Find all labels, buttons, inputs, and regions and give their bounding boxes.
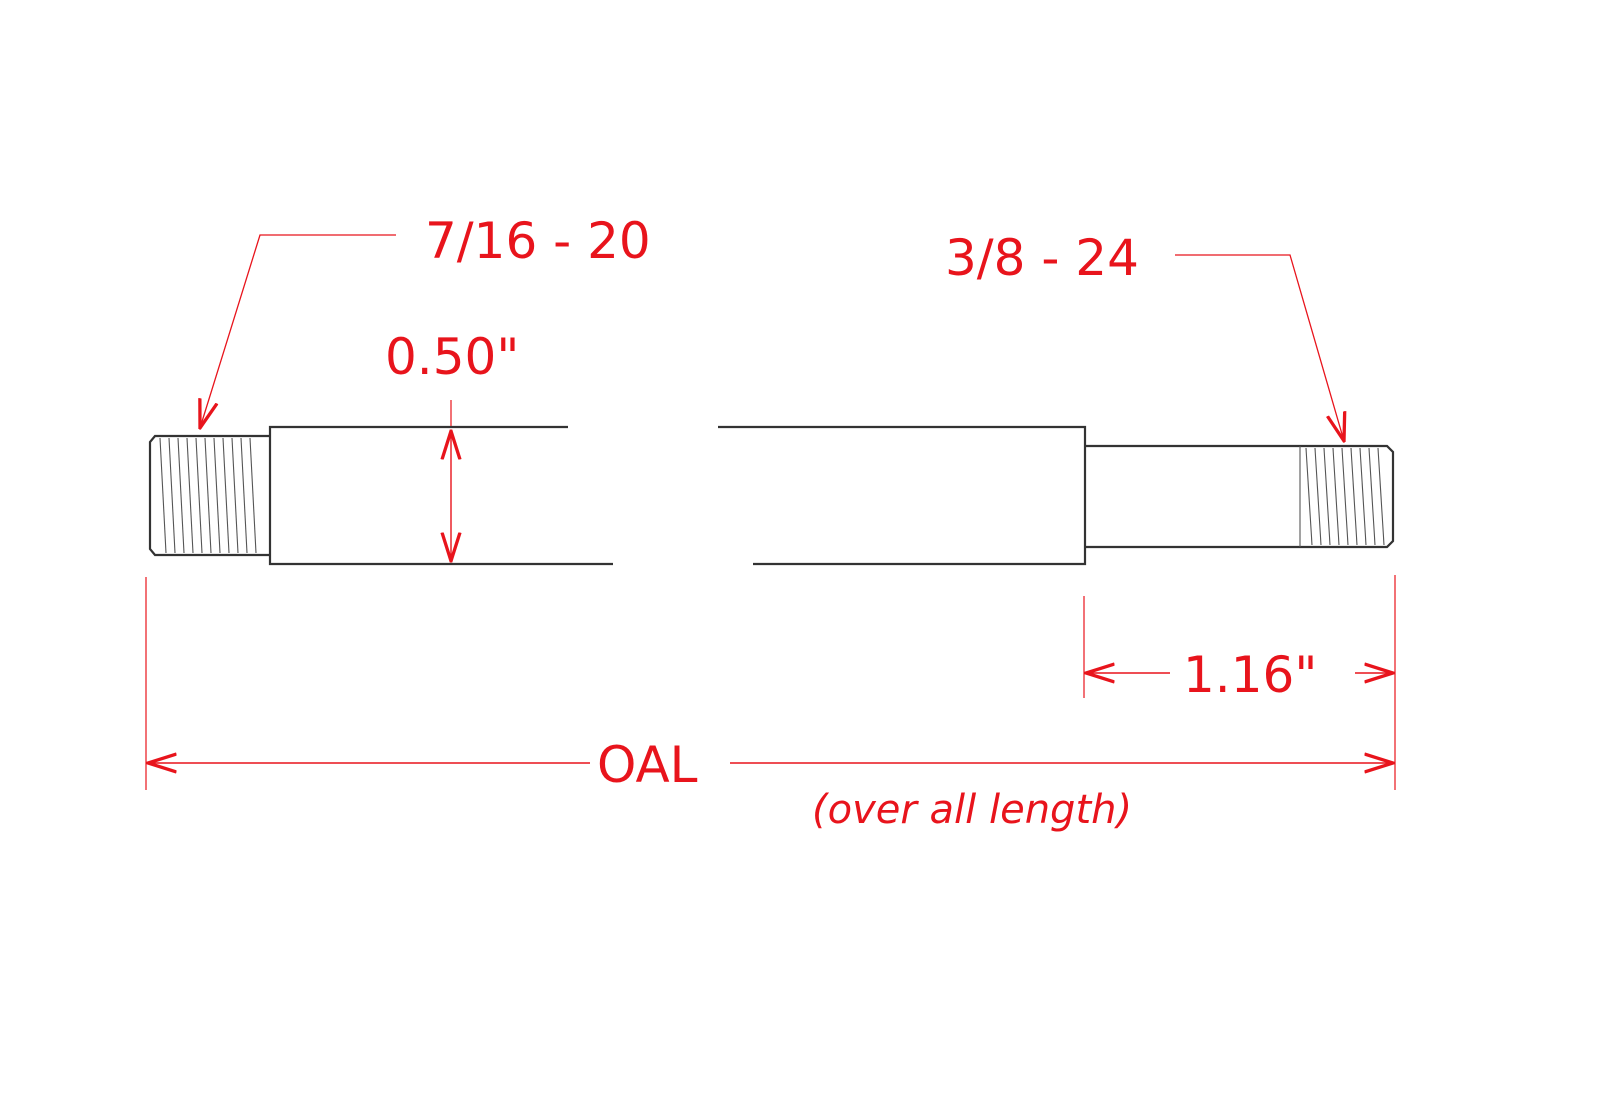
thread-line [186, 437, 194, 554]
right-thread-callout: 3/8 - 24 [945, 229, 1344, 441]
right-reduced-section [1085, 444, 1395, 549]
left-body-outline [268, 425, 613, 566]
left-threaded-end [148, 434, 270, 557]
overall-length-dimension: OAL (over all length) [145, 577, 1393, 833]
thread-length-dimension: 1.16" [1083, 575, 1396, 790]
right-body-outline [718, 425, 1087, 566]
left-thread-label: 7/16 - 20 [425, 212, 651, 270]
thread-line [1368, 447, 1376, 546]
thread-line [1359, 447, 1367, 546]
thread-line [204, 437, 212, 554]
shaft-part [148, 425, 1395, 566]
left-thread-leader [200, 234, 396, 428]
thread-line [1377, 447, 1385, 546]
thread-line [240, 437, 248, 554]
left-thread-hatching [159, 437, 257, 554]
diameter-label: 0.50" [385, 328, 519, 386]
thread-line [195, 437, 203, 554]
thread-line [1332, 447, 1340, 546]
right-thread-hatching [1305, 447, 1385, 546]
annotations: 7/16 - 20 3/8 - 24 0.50" 1.16" OAL [145, 212, 1396, 833]
diameter-dimension: 0.50" [385, 328, 519, 561]
right-thread-leader [1175, 254, 1344, 441]
oal-note: (over all length) [812, 787, 1132, 833]
oal-label: OAL [597, 736, 698, 794]
thread-line [249, 437, 257, 554]
thread-line [222, 437, 230, 554]
thread-length-label: 1.16" [1183, 646, 1317, 704]
thread-line [1314, 447, 1322, 546]
thread-line [1350, 447, 1358, 546]
thread-line [1323, 447, 1331, 546]
left-thread-callout: 7/16 - 20 [200, 212, 651, 428]
right-thread-label: 3/8 - 24 [945, 229, 1139, 287]
thread-line [1341, 447, 1349, 546]
thread-line [159, 437, 167, 554]
thread-line [177, 437, 185, 554]
thread-line [168, 437, 176, 554]
thread-line [1305, 447, 1313, 546]
thread-line [213, 437, 221, 554]
thread-line [231, 437, 239, 554]
